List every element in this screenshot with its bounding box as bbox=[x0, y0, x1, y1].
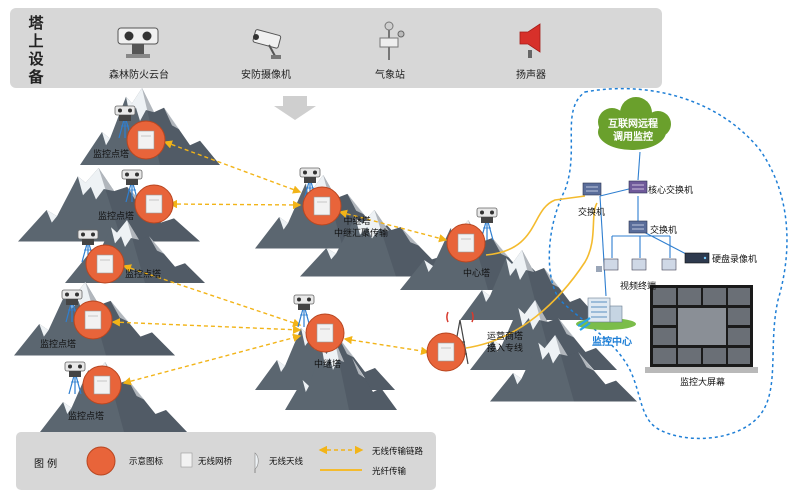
link-relay2-carrier bbox=[343, 335, 430, 356]
ptz-camera-icon bbox=[117, 27, 159, 58]
label-monitor-point-4: 监控点塔 bbox=[40, 340, 77, 350]
label-nvr: 硬盘录像机 bbox=[712, 255, 758, 265]
video-terminal-icon bbox=[596, 258, 677, 272]
device-label-security-camera: 安防摄像机 bbox=[241, 70, 291, 81]
device-label-weather-station: 气象站 bbox=[375, 70, 405, 81]
fiber-center-switch bbox=[485, 195, 586, 256]
fiber-carrier-switch bbox=[465, 202, 598, 349]
legend-title: 图 例 bbox=[34, 459, 58, 470]
label-big-screen: 监控大屏幕 bbox=[680, 378, 726, 388]
link-relay1-center bbox=[338, 209, 448, 243]
label-carrier-line: 接入专线 bbox=[487, 344, 524, 354]
switch-icon bbox=[582, 182, 602, 196]
top-panel-bg bbox=[10, 8, 662, 88]
label-relay-transmission: 中继汇聚传输 bbox=[333, 229, 388, 239]
monitor-center-building-icon bbox=[576, 297, 636, 330]
label-center-tower: 中心塔 bbox=[463, 269, 491, 279]
legend-label-bridge: 无线网桥 bbox=[198, 457, 233, 467]
legend-label-wireless-link: 无线传输链路 bbox=[372, 447, 424, 457]
label-monitor-point-5: 监控点塔 bbox=[68, 412, 105, 422]
legend-bridge-icon bbox=[180, 452, 193, 468]
link-m4-relay2 bbox=[111, 318, 302, 334]
security-camera-icon bbox=[252, 29, 282, 59]
legend-label-fiber: 光纤传输 bbox=[372, 467, 407, 477]
legend-marker-icon bbox=[86, 446, 116, 476]
label-core-switch: 核心交换机 bbox=[648, 186, 694, 196]
cloud-label-line2: 调用监控 bbox=[613, 132, 653, 143]
label-video-terminal: 视频终端 bbox=[620, 282, 657, 292]
label-carrier-tower: 运营商塔 bbox=[487, 332, 524, 342]
label-relay-tower-1: 中继塔 bbox=[343, 217, 371, 227]
core-switch-icon bbox=[628, 180, 648, 194]
video-wall-icon bbox=[645, 285, 758, 373]
weather-station-icon bbox=[379, 21, 405, 60]
label-switch-1: 交换机 bbox=[578, 208, 606, 218]
device-label-speaker: 扬声器 bbox=[516, 70, 546, 81]
switch-2-icon bbox=[628, 220, 648, 234]
network-boundary bbox=[548, 87, 788, 440]
link-m5-relay2 bbox=[122, 333, 302, 386]
blue-arrow-icon bbox=[577, 317, 591, 331]
nvr-icon bbox=[684, 252, 710, 264]
label-switch-2: 交换机 bbox=[650, 226, 678, 236]
link-m2-relay1 bbox=[168, 199, 302, 210]
label-monitor-point-2: 监控点塔 bbox=[98, 212, 135, 222]
top-panel-title: 塔上设备 bbox=[28, 14, 44, 86]
tower-carrier bbox=[426, 311, 474, 372]
tower-monitor-5 bbox=[64, 361, 122, 405]
label-monitor-point-3: 监控点塔 bbox=[125, 270, 162, 280]
legend-label-marker: 示意图标 bbox=[129, 457, 164, 467]
speaker-icon bbox=[519, 23, 541, 58]
cloud-icon bbox=[598, 97, 671, 150]
cloud-label-line1: 互联网远程 bbox=[608, 119, 658, 130]
link-m1-relay1 bbox=[163, 140, 302, 194]
device-label-ptz: 森林防火云台 bbox=[109, 70, 169, 81]
link-m3-relay2 bbox=[122, 264, 302, 327]
label-monitor-center: 监控中心 bbox=[592, 337, 632, 348]
legend-label-antenna: 无线天线 bbox=[269, 457, 304, 467]
down-arrow-icon bbox=[274, 96, 316, 120]
label-monitor-point-1: 监控点塔 bbox=[93, 150, 130, 160]
label-relay-tower-2: 中继塔 bbox=[314, 360, 342, 370]
legend-antenna-icon bbox=[254, 452, 259, 473]
